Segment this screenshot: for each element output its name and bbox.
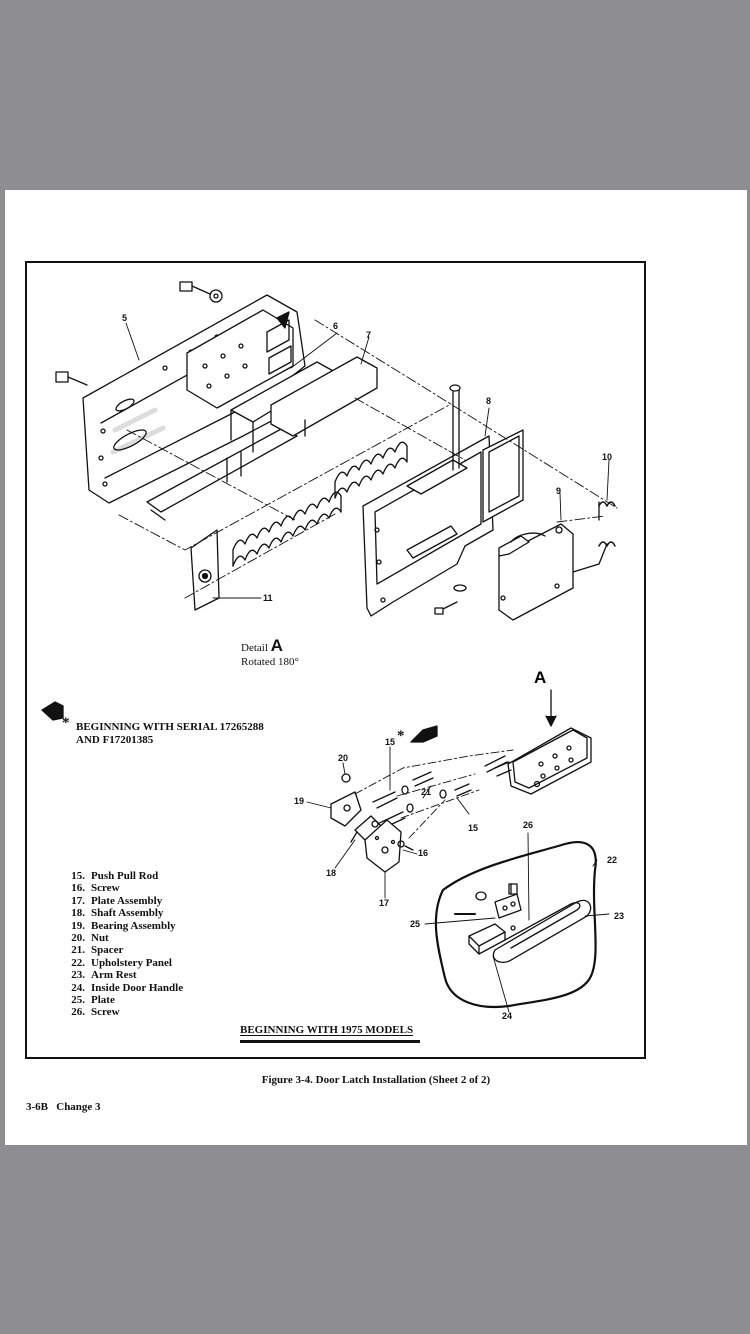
callout-23: 23 xyxy=(614,911,625,921)
legend-item-number: 26. xyxy=(71,1006,85,1019)
legend-item: 25. Plate xyxy=(59,994,183,1006)
handle-plate xyxy=(494,883,522,919)
legend-item-number: 17. xyxy=(71,894,85,907)
callout-7: 7 xyxy=(366,330,372,340)
callout-20: 20 xyxy=(338,753,349,763)
lower-alignment-lines xyxy=(354,749,514,839)
callout-10: 10 xyxy=(602,452,613,462)
legend-item-number: 18. xyxy=(71,907,85,920)
view-marker-a: A xyxy=(534,668,547,687)
legend-item-text: Plate Assembly xyxy=(91,894,163,907)
legend-item-number: 15. xyxy=(71,870,85,882)
models-note-rule xyxy=(240,1040,420,1043)
latch-base-plate xyxy=(82,294,306,504)
legend-item-number: 20. xyxy=(71,932,85,945)
latch-shaft xyxy=(146,361,336,521)
legend-item-number: 21. xyxy=(71,944,85,957)
callout-9: 9 xyxy=(556,486,562,496)
callout-25: 25 xyxy=(410,919,421,929)
legend-item-number: 16. xyxy=(71,882,85,895)
push-pull-rods xyxy=(341,755,508,833)
upper-leader-lines xyxy=(125,322,610,599)
bearing-assembly xyxy=(330,791,362,827)
detail-rotation: Rotated 180° xyxy=(241,656,299,668)
legend-item-text: Screw xyxy=(91,1006,120,1019)
hand-pointer-right xyxy=(410,725,438,743)
document-page: 5 6 7 8 9 10 11 Detail A Rotated 180° A … xyxy=(5,190,747,1145)
legend-item-number: 24. xyxy=(71,981,85,994)
inside-door-handle xyxy=(468,923,516,955)
serial-asterisk: * xyxy=(62,715,70,731)
models-note: BEGINNING WITH 1975 MODELS xyxy=(240,1024,414,1036)
detail-letter: A xyxy=(270,636,283,655)
callout-8: 8 xyxy=(486,396,492,406)
legend-item-text: Screw xyxy=(91,882,120,895)
legend-item-text: Spacer xyxy=(91,944,124,957)
callout-19: 19 xyxy=(294,796,305,806)
legend-item: 21. Spacer xyxy=(59,944,183,956)
legend-item: 19. Bearing Assembly xyxy=(59,920,183,932)
callout-15-top: 15 xyxy=(385,737,396,747)
page-footer: 3-6B Change 3 xyxy=(26,1101,101,1113)
legend-item: 17. Plate Assembly xyxy=(59,895,183,907)
left-screw xyxy=(55,371,88,386)
latch-bracket xyxy=(270,356,378,437)
legend-item: 26. Screw xyxy=(59,1006,183,1018)
legend-item-number: 19. xyxy=(71,919,85,932)
detail-word: Detail xyxy=(241,642,268,654)
latch-housing xyxy=(362,384,524,617)
serial-asterisk-2: * xyxy=(397,728,405,744)
legend-item: 22. Upholstery Panel xyxy=(59,957,183,969)
callout-6: 6 xyxy=(333,321,339,331)
callout-11: 11 xyxy=(263,593,273,603)
legend-item: 16. Screw xyxy=(59,882,183,894)
callout-22: 22 xyxy=(607,855,618,865)
serial-note-line1: BEGINNING WITH SERIAL 17265288 xyxy=(76,721,264,733)
legend-item: 24. Inside Door Handle xyxy=(59,982,183,994)
figure-caption: Figure 3-4. Door Latch Installation (She… xyxy=(261,1074,491,1086)
legend-item-text: Inside Door Handle xyxy=(91,981,184,994)
legend-item-text: Plate xyxy=(91,994,115,1007)
legend-item: 23. Arm Rest xyxy=(59,969,183,981)
callout-21: 21 xyxy=(421,787,432,797)
alignment-lines xyxy=(118,319,618,599)
housing-fasteners xyxy=(434,584,467,615)
legend-item-text: Push Pull Rod xyxy=(91,870,159,882)
lower-leader-lines xyxy=(306,746,610,1013)
hand-pointer-left xyxy=(41,701,64,721)
legend-item: 20. Nut xyxy=(59,932,183,944)
legend-item: 15. Push Pull Rod xyxy=(59,870,183,882)
latch-cover-plate xyxy=(498,523,574,621)
exploded-view-drawing xyxy=(41,281,618,1013)
legend-item-text: Bearing Assembly xyxy=(91,919,176,932)
callout-26: 26 xyxy=(523,820,534,830)
detail-label: Detail A xyxy=(241,636,283,656)
spring-left xyxy=(232,491,342,567)
callout-15-bottom: 15 xyxy=(468,823,479,833)
callout-17: 17 xyxy=(379,898,390,908)
callout-5: 5 xyxy=(122,313,128,323)
parts-legend: 15. Push Pull Rod 16. Screw 17. Plate Assembl… xyxy=(59,870,183,1019)
legend-item-text: Arm Rest xyxy=(91,969,137,982)
legend-item-number: 23. xyxy=(71,969,85,982)
legend-item-number: 25. xyxy=(71,994,85,1007)
latch-assembly-detail xyxy=(494,689,592,795)
upper-screw xyxy=(179,281,223,303)
legend-item-text: Upholstery Panel xyxy=(91,956,172,969)
callout-18: 18 xyxy=(326,868,337,878)
upholstery-panel xyxy=(434,841,597,1009)
plate-assembly xyxy=(364,819,414,873)
callout-16: 16 xyxy=(418,848,429,858)
legend-item-text: Nut xyxy=(91,932,109,945)
figure-frame xyxy=(25,261,646,1059)
spring-right xyxy=(334,441,408,499)
torsion-spring xyxy=(572,501,616,573)
callout-24: 24 xyxy=(502,1011,513,1021)
legend-item: 18. Shaft Assembly xyxy=(59,907,183,919)
legend-item-number: 22. xyxy=(71,956,85,969)
serial-note-line2: AND F17201385 xyxy=(76,734,154,746)
legend-item-text: Shaft Assembly xyxy=(91,907,164,920)
